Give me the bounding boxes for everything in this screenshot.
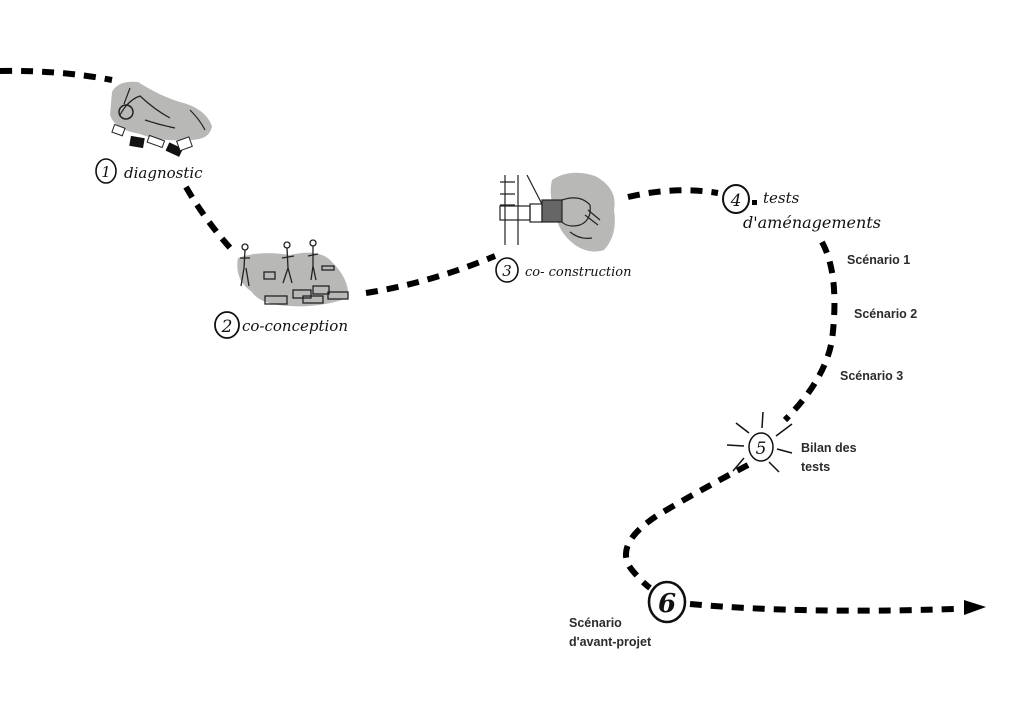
path-step-4-to-step-5 bbox=[782, 240, 838, 423]
step-4-label-line2: d'aménagements bbox=[743, 213, 881, 232]
step-3-label: co- construction bbox=[525, 265, 631, 280]
step-4: 4 tests d'aménagements bbox=[722, 184, 881, 232]
process-path bbox=[0, 67, 956, 614]
step-3: 3 co- construction bbox=[495, 257, 631, 283]
step-6-number: 6 bbox=[658, 589, 676, 619]
step-2: 2 co-conception bbox=[214, 311, 348, 339]
scenario-1: Scénario 1 bbox=[847, 253, 910, 267]
path-start-to-step-1 bbox=[0, 67, 113, 83]
drill-sketch bbox=[499, 172, 615, 252]
step-5-number: 5 bbox=[756, 439, 767, 459]
step-5-label-line1: Bilan des bbox=[801, 441, 857, 455]
hands-with-cards-sketch bbox=[110, 81, 212, 157]
step-4-number: 4 bbox=[730, 191, 742, 211]
step-6-number-circle bbox=[647, 580, 687, 624]
path-step-6-to-end bbox=[689, 601, 956, 614]
step-4-number-circle bbox=[722, 184, 750, 214]
step-1: 1 diagnostic bbox=[95, 158, 203, 184]
step-4-label-line1: tests bbox=[763, 189, 800, 207]
path-dot bbox=[752, 200, 757, 205]
step-5-number-circle bbox=[748, 432, 774, 462]
sun-burst-icon bbox=[726, 411, 793, 473]
step-2-number: 2 bbox=[221, 317, 233, 337]
step-2-number-circle bbox=[214, 311, 240, 339]
step-1-label: diagnostic bbox=[124, 164, 203, 182]
path-step-3-to-step-4 bbox=[627, 187, 719, 200]
step-1-number: 1 bbox=[101, 163, 111, 181]
step-3-number: 3 bbox=[502, 262, 512, 280]
path-step-2-to-step-3 bbox=[365, 253, 497, 296]
people-with-blocks-sketch bbox=[237, 239, 349, 307]
step-6-label-line2: d'avant-projet bbox=[569, 635, 652, 649]
step-1-number-circle bbox=[95, 158, 117, 184]
step-6: 6 Scénario d'avant-projet bbox=[569, 580, 687, 649]
arrow-right-icon bbox=[964, 600, 986, 615]
scenario-list: Scénario 1 Scénario 2 Scénario 3 bbox=[840, 253, 917, 383]
path-step-5-to-step-6 bbox=[623, 462, 750, 591]
step-5-label-line2: tests bbox=[801, 460, 830, 474]
step-2-label: co-conception bbox=[242, 317, 348, 335]
scenario-3: Scénario 3 bbox=[840, 369, 903, 383]
step-6-label-line1: Scénario bbox=[569, 616, 622, 630]
scenario-2: Scénario 2 bbox=[854, 307, 917, 321]
step-3-number-circle bbox=[495, 257, 519, 283]
step-5: 5 Bilan des tests bbox=[726, 411, 857, 474]
path-step-1-to-step-2 bbox=[183, 185, 235, 253]
